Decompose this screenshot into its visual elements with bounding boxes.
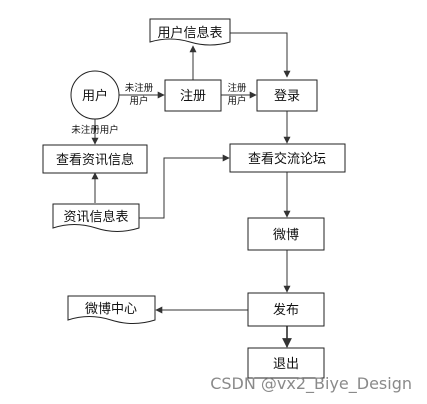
watermark-text: CSDN @vx2_Biye_Design	[210, 374, 412, 394]
edge-labels: 未注册 用户 注册 用户 未注册用户	[71, 82, 247, 136]
node-weibo-label: 微博	[273, 228, 299, 243]
node-user: 用户	[70, 70, 120, 120]
node-publish-label: 发布	[273, 302, 299, 318]
node-logout-label: 退出	[273, 357, 299, 372]
node-user-label: 用户	[82, 88, 108, 104]
edge-label-unregistered-user: 未注册用户	[71, 124, 119, 136]
node-login: 登录	[256, 79, 318, 112]
edge-news-table-to-forum	[139, 154, 230, 219]
edge-label-unregistered-line1: 未注册	[125, 82, 154, 94]
edge-label-registered-line2: 用户	[227, 95, 246, 107]
node-user-info-table: 用户信息表	[149, 18, 231, 46]
node-user-info-table-label: 用户信息表	[157, 25, 222, 41]
node-news-table: 资讯信息表	[52, 203, 140, 232]
node-view-forum-label: 查看交流论坛	[248, 151, 326, 167]
node-view-forum: 查看交流论坛	[229, 143, 346, 173]
node-register-label: 注册	[180, 89, 206, 104]
node-view-news-label: 查看资讯信息	[56, 152, 134, 168]
node-login-label: 登录	[274, 89, 300, 104]
node-publish: 发布	[247, 292, 325, 327]
node-weibo-center-label: 微博中心	[85, 302, 137, 317]
node-logout: 退出	[247, 347, 325, 379]
edges	[91, 32, 292, 348]
edge-user-table-to-login	[230, 32, 291, 78]
edge-label-unregistered-line2: 用户	[129, 95, 148, 107]
node-view-news: 查看资讯信息	[42, 144, 148, 174]
edge-label-registered-line1: 注册	[227, 82, 247, 94]
node-weibo-center: 微博中心	[67, 295, 156, 324]
node-register: 注册	[164, 79, 222, 112]
node-weibo: 微博	[247, 217, 325, 251]
node-news-table-label: 资讯信息表	[63, 209, 128, 225]
